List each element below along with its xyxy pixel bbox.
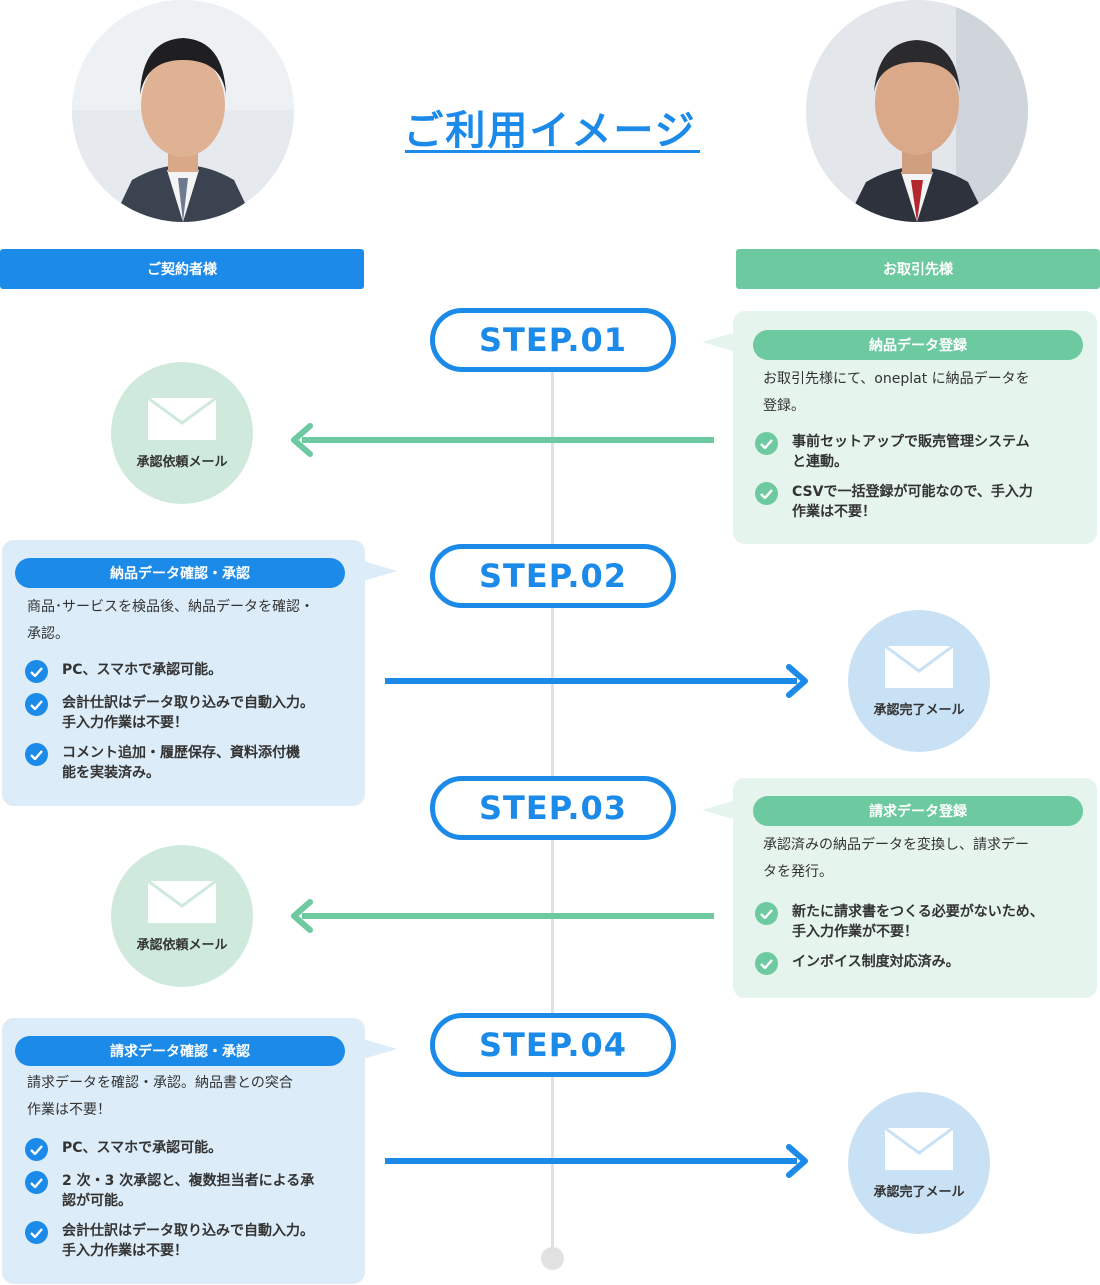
check-icon [25,1171,48,1194]
arrow-right [383,1143,811,1179]
check-text: PC、スマホで承認可能。 [62,1140,223,1156]
card-tail [702,800,736,820]
check-icon [755,432,778,455]
check-item: 2 次・3 次承認と、複数担当者による承 認が可能。 [25,1171,314,1211]
step-02-card-desc: 商品･サービスを検品後、納品データを確認・ 承認。 [27,599,314,642]
step-04-pill: STEP.04 [430,1013,676,1077]
arrow-left [288,422,716,458]
step-01-card-desc: お取引先様にて、oneplat に納品データを 登録。 [763,371,1030,414]
mail-circle-complete: 承認完了メール [848,610,990,752]
check-icon [755,902,778,925]
mail-icon [147,396,217,440]
check-text: CSVで一括登録が可能なので、手入力 作業は不要！ [792,484,1033,520]
role-header-contractor: ご契約者様 [0,249,364,289]
role-header-partner: お取引先様 [736,249,1100,289]
mail-icon [884,1126,954,1170]
check-icon [25,1221,48,1244]
check-text: 事前セットアップで販売管理システム と連動。 [792,434,1030,470]
step-01-card: 納品データ登録 お取引先様にて、oneplat に納品データを 登録。 事前セッ… [733,311,1097,544]
card-tail [702,332,736,352]
partner-avatar [806,0,1028,222]
check-item: 新たに請求書をつくる必要がないため、 手入力作業が不要！ [755,902,1044,942]
step-01-card-title: 納品データ登録 [753,330,1083,360]
step-02-pill: STEP.02 [430,544,676,608]
check-item: 会計仕訳はデータ取り込みで自動入力。 手入力作業は不要！ [25,693,314,733]
step-02-card: 納品データ確認・承認 商品･サービスを検品後、納品データを確認・ 承認。 PC、… [2,540,365,806]
step-01-check-list: 事前セットアップで販売管理システム と連動。 CSVで一括登録が可能なので、手入… [755,432,1033,532]
check-text: PC、スマホで承認可能。 [62,662,223,678]
check-item: 事前セットアップで販売管理システム と連動。 [755,432,1033,472]
check-item: CSVで一括登録が可能なので、手入力 作業は不要！ [755,482,1033,522]
check-text: 2 次・3 次承認と、複数担当者による承 認が可能。 [62,1173,315,1209]
mail-circle-request: 承認依頼メール [111,845,253,987]
check-text: 会計仕訳はデータ取り込みで自動入力。 手入力作業は不要！ [62,695,314,731]
check-item: PC、スマホで承認可能。 [25,660,314,683]
step-03-card-desc: 承認済みの納品データを変換し、請求デー タを発行。 [763,837,1029,880]
check-text: インボイス制度対応済み。 [792,954,960,970]
mail-label: 承認依頼メール [136,937,228,953]
mail-circle-complete: 承認完了メール [848,1092,990,1234]
step-04-card: 請求データ確認・承認 請求データを確認・承認。納品書との突合 作業は不要！ PC… [2,1018,365,1284]
mail-circle-request: 承認依頼メール [111,362,253,504]
page-title: ご利用イメージ [403,108,697,154]
mail-label: 承認完了メール [873,702,965,718]
mail-label: 承認依頼メール [136,454,228,470]
step-01-pill: STEP.01 [430,308,676,372]
mail-icon [147,879,217,923]
step-03-check-list: 新たに請求書をつくる必要がないため、 手入力作業が不要！ インボイス制度対応済み… [755,902,1044,985]
check-icon [25,743,48,766]
step-02-card-title: 納品データ確認・承認 [15,558,345,588]
check-icon [755,482,778,505]
title-underline [405,150,700,153]
arrow-right [383,663,811,699]
card-tail [363,1039,397,1059]
step-03-card: 請求データ登録 承認済みの納品データを変換し、請求デー タを発行。 新たに請求書… [733,778,1097,998]
step-03-pill: STEP.03 [430,776,676,840]
step-04-check-list: PC、スマホで承認可能。 2 次・3 次承認と、複数担当者による承 認が可能。 … [25,1138,314,1271]
step-03-card-title: 請求データ登録 [753,796,1083,826]
check-item: コメント追加・履歴保存、資料添付機 能を実装済み。 [25,743,314,783]
step-04-card-desc: 請求データを確認・承認。納品書との突合 作業は不要！ [27,1075,293,1118]
arrow-left [288,898,716,934]
step-02-check-list: PC、スマホで承認可能。 会計仕訳はデータ取り込みで自動入力。 手入力作業は不要… [25,660,314,793]
contractor-avatar [72,0,294,222]
step-04-card-title: 請求データ確認・承認 [15,1036,345,1066]
check-icon [755,952,778,975]
check-icon [25,693,48,716]
card-tail [363,561,397,581]
check-item: 会計仕訳はデータ取り込みで自動入力。 手入力作業は不要！ [25,1221,314,1261]
check-text: コメント追加・履歴保存、資料添付機 能を実装済み。 [62,745,300,781]
mail-label: 承認完了メール [873,1184,965,1200]
check-item: インボイス制度対応済み。 [755,952,1044,975]
check-text: 会計仕訳はデータ取り込みで自動入力。 手入力作業は不要！ [62,1223,314,1259]
check-icon [25,660,48,683]
check-item: PC、スマホで承認可能。 [25,1138,314,1161]
check-text: 新たに請求書をつくる必要がないため、 手入力作業が不要！ [792,904,1044,940]
mail-icon [884,644,954,688]
timeline-end-dot [541,1247,564,1270]
check-icon [25,1138,48,1161]
